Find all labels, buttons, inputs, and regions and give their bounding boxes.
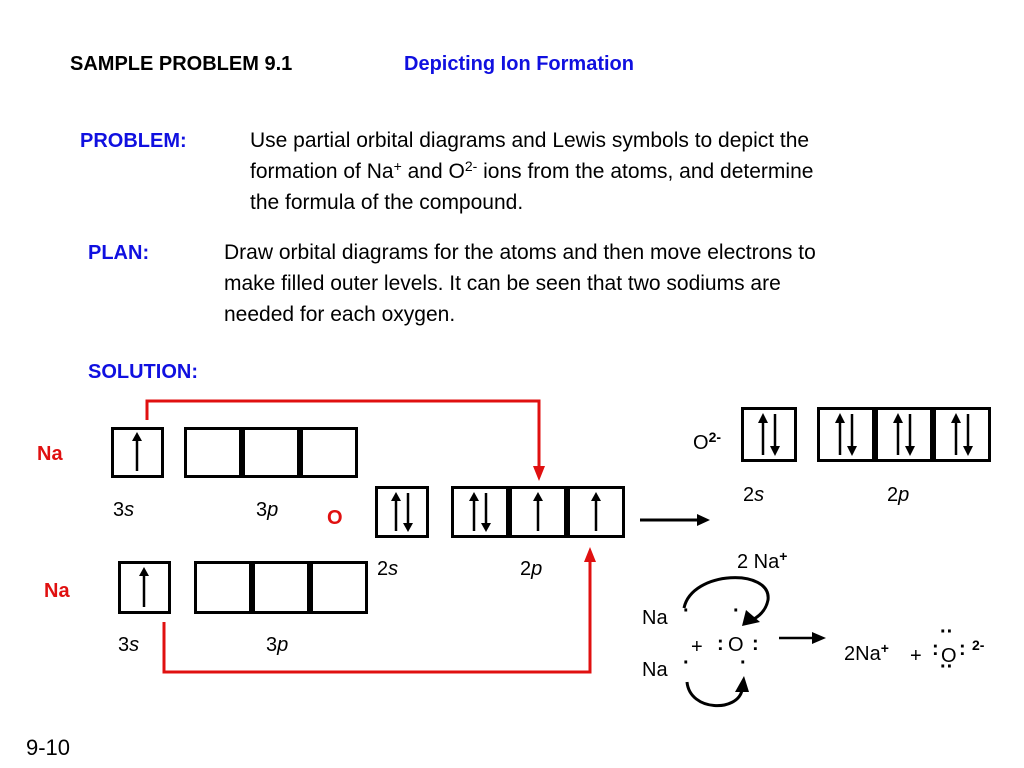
curved-arrowhead-top: [742, 610, 760, 626]
up-arrow-icon: [533, 492, 543, 531]
problem-line-1: Use partial orbital diagrams and Lewis s…: [250, 129, 810, 152]
sample-problem-label: SAMPLE PROBLEM 9.1: [70, 53, 293, 75]
o-2s-label: 2s: [377, 558, 399, 580]
curved-arrow-bottom: [685, 681, 744, 708]
o-2s-box: [375, 486, 429, 538]
plan-text: Draw orbital diagrams for the atoms and …: [224, 237, 816, 330]
paired-arrows-icon: [758, 413, 780, 456]
product-sodium-ions: 2Na+: [844, 640, 889, 665]
na-top-3s-box: [111, 427, 164, 478]
transfer-arrowhead-bottom: [584, 547, 596, 562]
paired-arrows-icon: [893, 413, 915, 456]
product-o-top-pair: ··: [940, 621, 954, 643]
lewis-na-bottom: Na: [642, 659, 668, 681]
paired-arrows-icon: [469, 492, 491, 532]
product-oxide: O: [941, 645, 957, 667]
problem-line-2: formation of Na+ and O2- ions from the a…: [250, 158, 814, 183]
lewis-o-symbol: O: [728, 634, 744, 656]
na-bottom-3p-box-1: [194, 561, 252, 614]
paired-arrows-icon: [951, 413, 973, 456]
ion-2s-box: [741, 407, 797, 462]
plan-line-2: make filled outer levels. It can be seen…: [224, 272, 781, 295]
up-arrow-icon: [139, 567, 149, 607]
lewis-o-top-electron: ·: [733, 600, 740, 622]
ion-2p-box-3: [933, 407, 991, 462]
na-top-3p-box-3: [300, 427, 358, 478]
curved-arrow-top: [682, 576, 770, 622]
solution-label: SOLUTION:: [88, 361, 198, 383]
product-plus: +: [910, 645, 922, 667]
lewis-o-left-pair: :: [717, 633, 724, 655]
ion-2s-label: 2s: [743, 484, 765, 506]
na-top-label: Na: [37, 443, 63, 465]
product-o-right-pair: :: [959, 638, 966, 660]
ion-2p-label: 2p: [887, 484, 910, 506]
paired-arrows-icon: [391, 492, 413, 532]
two-na-plus-label: 2 Na+: [737, 548, 788, 573]
transfer-arrowhead-top: [533, 466, 545, 481]
lewis-na-top-electron: ·: [683, 600, 690, 622]
problem-text: Use partial orbital diagrams and Lewis s…: [250, 125, 813, 218]
o-label: O: [327, 507, 343, 529]
na-bottom-3p-box-3: [310, 561, 368, 614]
problem-line-3: the formula of the compound.: [250, 191, 524, 214]
curved-arrowhead-bottom: [735, 676, 749, 692]
up-arrow-icon: [132, 432, 142, 471]
o-2p-box-3: [567, 486, 625, 538]
transfer-arrow-top: [145, 399, 541, 468]
ion-2p-box-1: [817, 407, 875, 462]
o-2p-box-1: [451, 486, 509, 538]
o-2p-label: 2p: [520, 558, 543, 580]
plan-line-1: Draw orbital diagrams for the atoms and …: [224, 241, 816, 264]
product-o-bottom-pair: ··: [940, 656, 954, 678]
product-charge: 2-: [972, 637, 985, 653]
na-bottom-label: Na: [44, 580, 70, 602]
na-bottom-3p-label: 3p: [266, 634, 289, 656]
lewis-o-bottom-electron: ·: [740, 652, 747, 674]
oxide-ion-label: O2-: [693, 429, 722, 454]
page-number: 9-10: [26, 735, 71, 760]
lewis-na-top: Na: [642, 607, 668, 629]
na-bottom-3p-box-2: [252, 561, 310, 614]
na-top-3p-label: 3p: [256, 499, 279, 521]
product-o-left-pair: :: [932, 638, 939, 660]
ion-2p-box-2: [875, 407, 933, 462]
plan-label: PLAN:: [88, 242, 150, 264]
up-arrow-icon: [591, 492, 601, 531]
plan-line-3: needed for each oxygen.: [224, 303, 456, 326]
lewis-plus: +: [691, 636, 703, 658]
transfer-arrow-bottom: [162, 560, 592, 674]
na-bottom-3s-label: 3s: [118, 634, 140, 656]
na-top-3p-box-1: [184, 427, 242, 478]
sample-problem-title: Depicting Ion Formation: [404, 53, 634, 75]
na-bottom-3s-box: [118, 561, 171, 614]
na-top-3p-box-2: [242, 427, 300, 478]
lewis-o-right-pair: :: [752, 633, 759, 655]
na-top-3s-label: 3s: [113, 499, 135, 521]
problem-label: PROBLEM:: [80, 130, 187, 152]
paired-arrows-icon: [835, 413, 857, 456]
lewis-na-bottom-electron: ·: [683, 652, 690, 674]
lewis-reaction-arrowhead: [812, 632, 826, 644]
o-2p-box-2: [509, 486, 567, 538]
